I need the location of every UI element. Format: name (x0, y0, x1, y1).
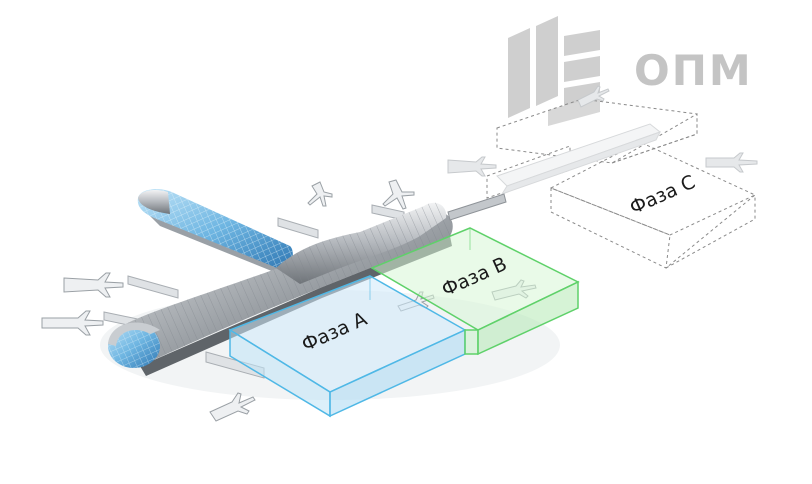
glass-pier (137, 189, 293, 276)
logo-mark (508, 16, 600, 126)
connector-tube (447, 193, 507, 221)
phase-b-box (370, 227, 580, 356)
plane-icons-faint (447, 85, 758, 177)
logo-text: ОПМ (634, 46, 753, 95)
phase-a-box (228, 275, 467, 418)
future-pier (496, 123, 662, 195)
